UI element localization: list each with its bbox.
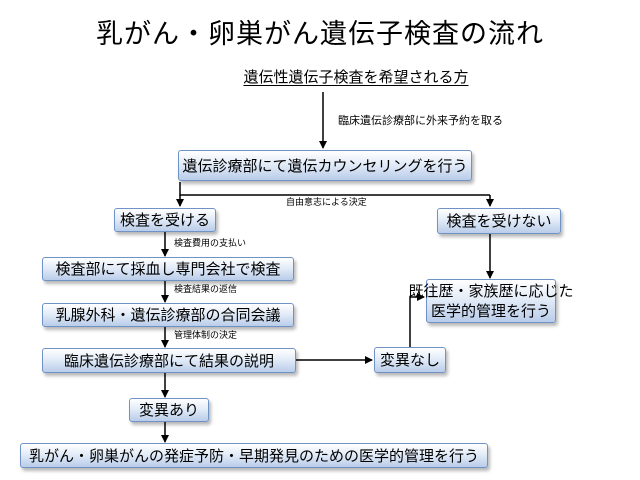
arrow-no-mutation-to-history bbox=[409, 293, 425, 347]
node-mutation: 変異あり bbox=[129, 398, 209, 422]
node-history-management-line1: 既往歴・家族歴に応じた bbox=[408, 282, 574, 300]
node-no-mutation: 変異なし bbox=[374, 347, 446, 373]
diagram-subtitle: 遺伝性遺伝子検査を希望される方 bbox=[243, 68, 469, 86]
connector-branch bbox=[179, 182, 490, 196]
node-prevention: 乳がん・卵巣がんの発症予防・早期発見のための医学的管理を行う bbox=[20, 443, 488, 468]
node-history-management: 既往歴・家族歴に応じた 医学的管理を行う bbox=[409, 279, 574, 323]
edge-label-cost: 検査費用の支払い bbox=[174, 239, 247, 249]
node-explanation: 臨床遺伝診療部にて結果の説明 bbox=[42, 348, 296, 373]
edge-label-results-return: 検査結果の返信 bbox=[174, 285, 238, 295]
node-no-test: 検査を受けない bbox=[437, 208, 561, 234]
node-lab: 検査部にて採血し専門会社で検査 bbox=[42, 257, 294, 281]
node-take-test: 検査を受ける bbox=[114, 208, 216, 232]
node-counseling: 遺伝診療部にて遺伝カウンセリングを行う bbox=[178, 150, 472, 181]
node-history-management-line2: 医学的管理を行う bbox=[430, 302, 551, 320]
edge-label-free-will: 自由意志による決定 bbox=[286, 198, 367, 208]
node-conference: 乳腺外科・遺伝診療部の合同会議 bbox=[42, 303, 294, 327]
diagram-title: 乳がん・卵巣がん遺伝子検査の流れ bbox=[96, 19, 544, 50]
edge-label-management: 管理体制の決定 bbox=[174, 331, 238, 341]
edge-label-reservation: 臨床遺伝診療部に外来予約を取る bbox=[338, 114, 503, 127]
